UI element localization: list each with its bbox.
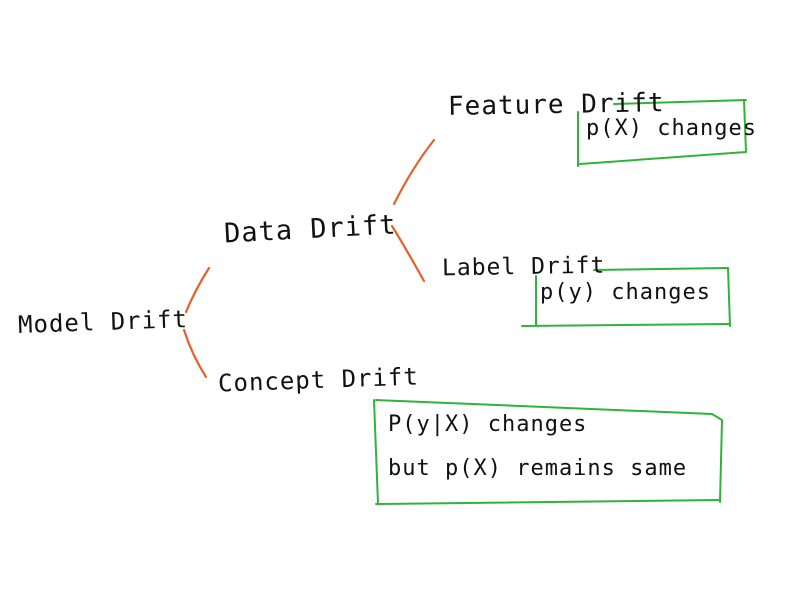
box-text-concept-drift-line2: but p(X) remains same [388,456,688,481]
box-label-drift [521,267,731,327]
connector-model-to-data [184,266,211,314]
node-label-drift: Label Drift [441,252,606,282]
box-concept-drift [373,399,724,505]
box-text-feature-drift: p(X) changes [586,116,757,141]
box-text-label-drift: p(y) changes [540,280,711,305]
box-feature-drift [577,99,747,167]
node-model-drift: Model Drift [17,305,189,339]
connector-model-to-concept [182,328,208,379]
connector-data-to-feature [392,138,436,206]
box-text-concept-drift-line1: P(y|X) changes [388,412,588,437]
connector-data-to-label [390,224,426,283]
